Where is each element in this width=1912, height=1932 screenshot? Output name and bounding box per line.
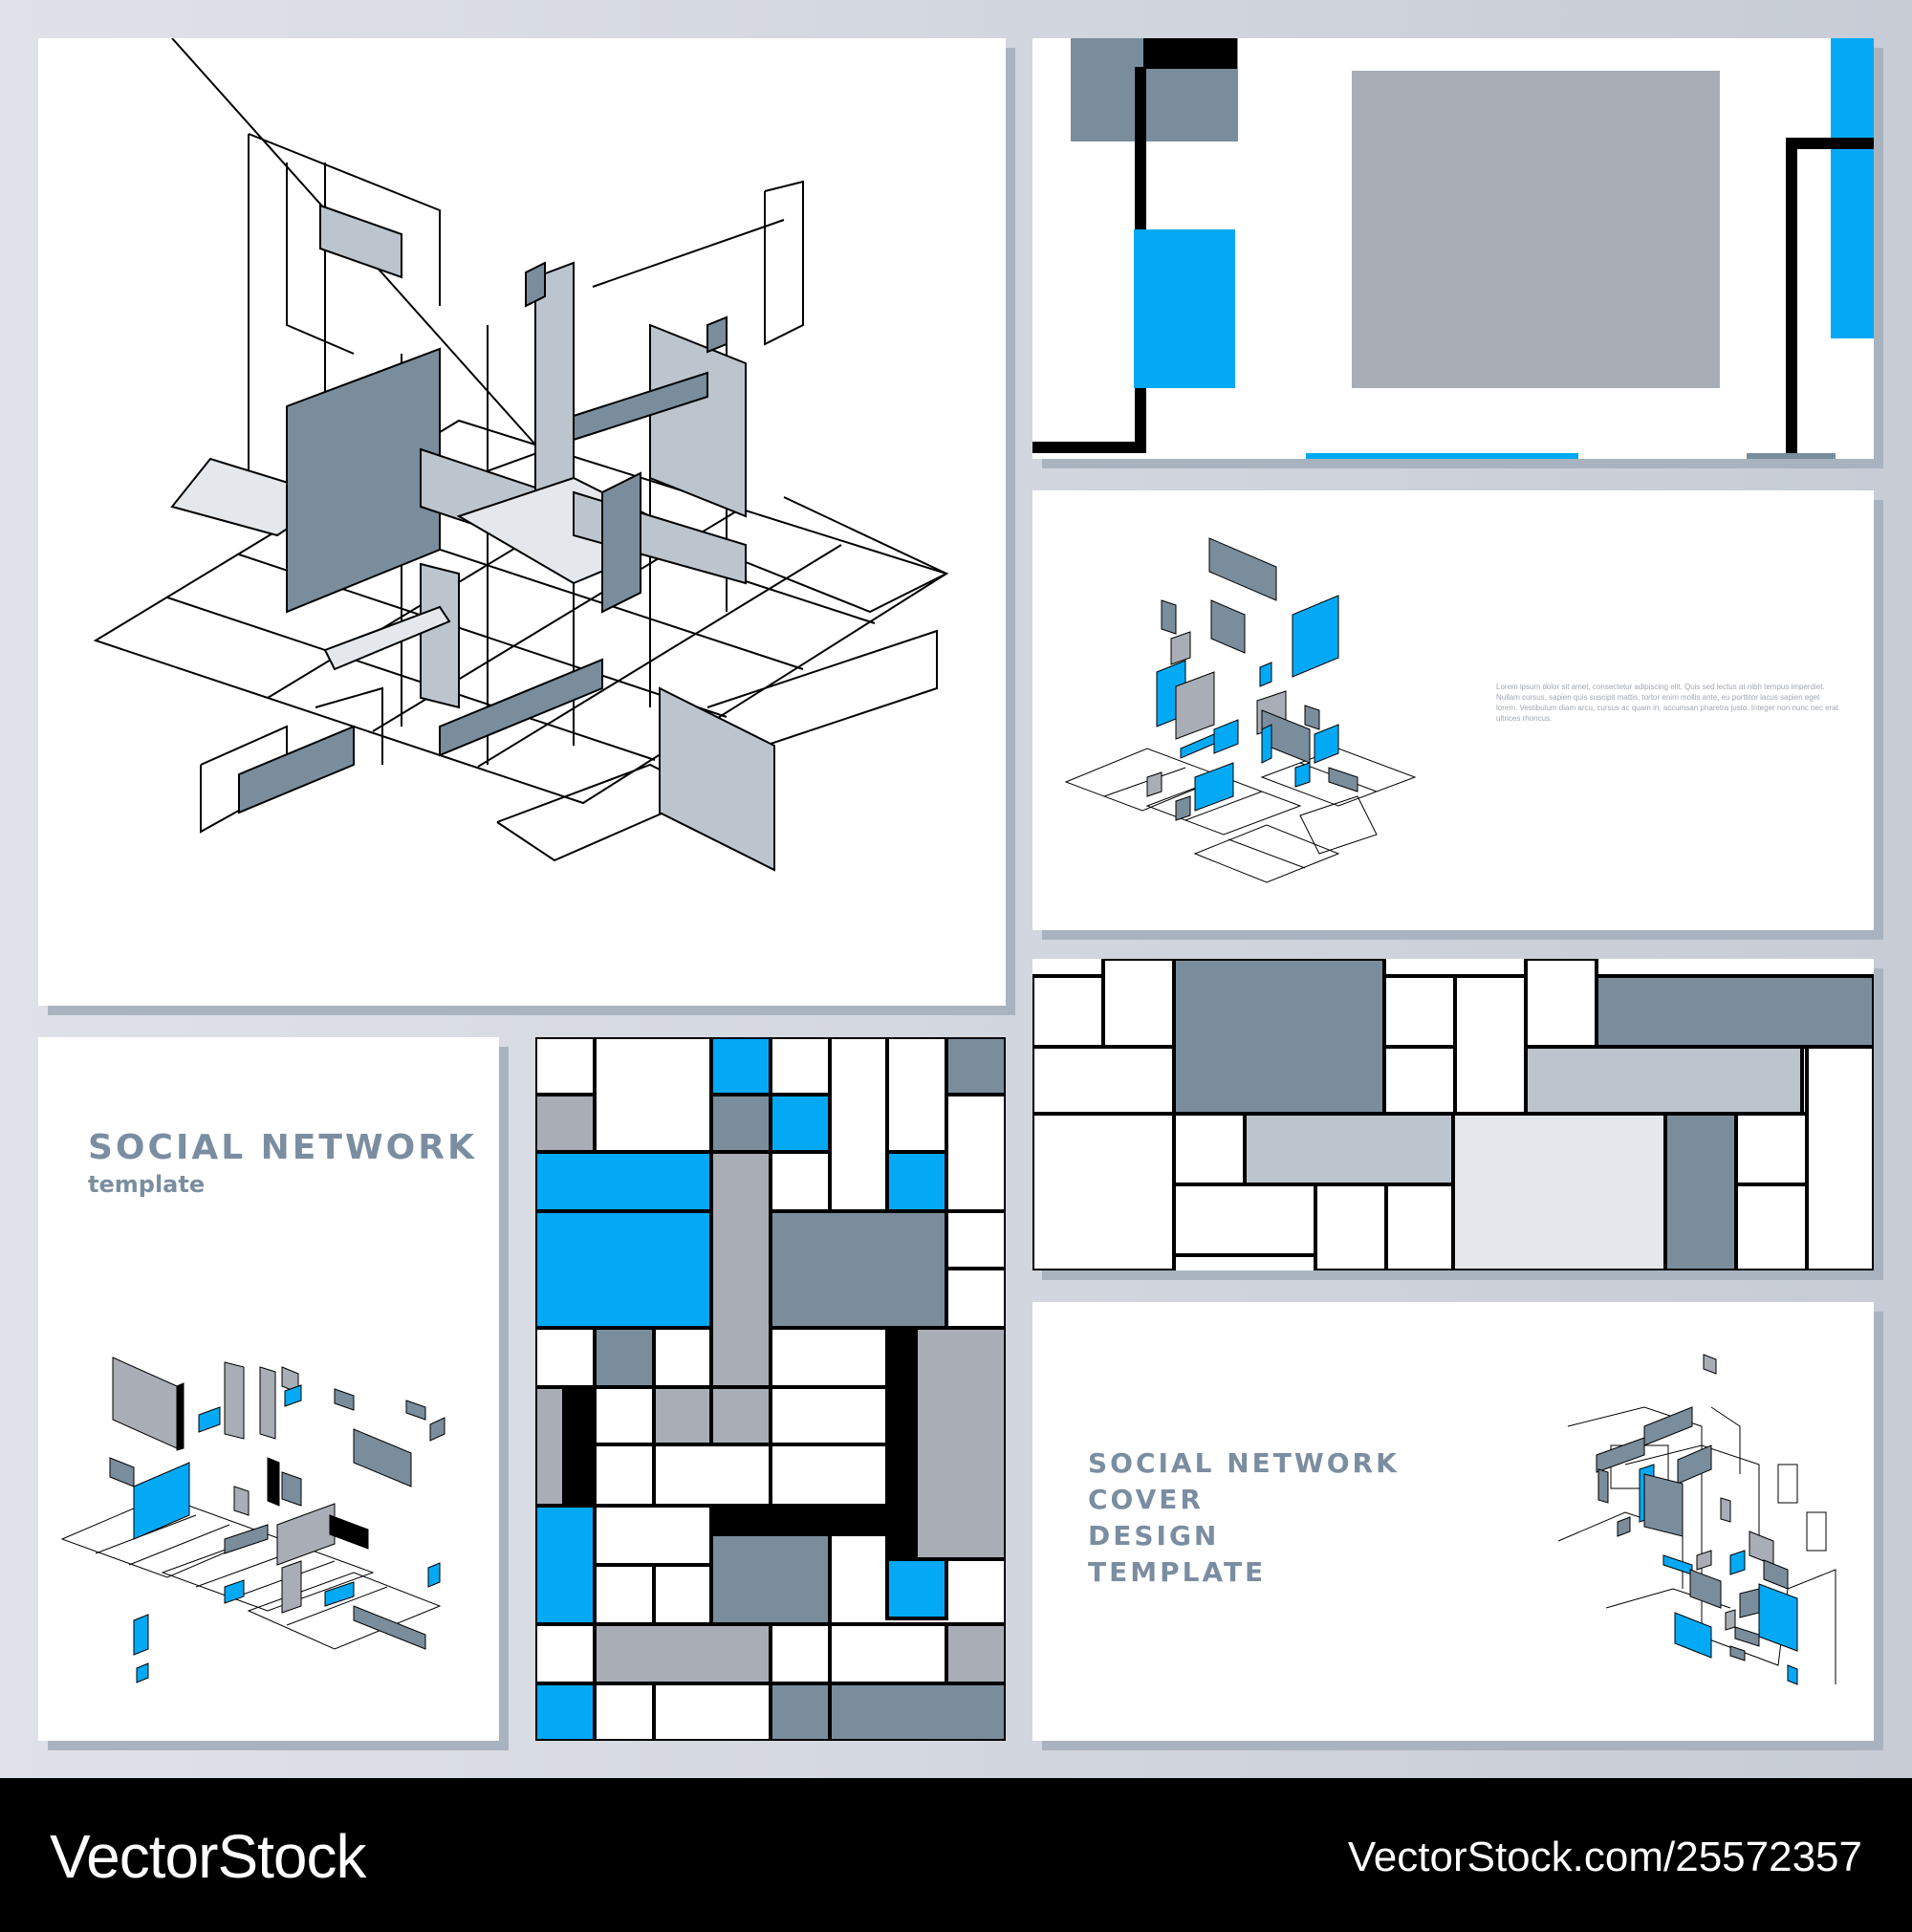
cover-line-2: COVER (1088, 1484, 1204, 1515)
card-social-template: SOCIAL NETWORK template (38, 1037, 499, 1741)
isometric-illustration-vertical (60, 1357, 445, 1683)
mondrian-vertical-graphic (535, 1037, 1006, 1741)
watermark-url: VectorStock.com/25572357 (1347, 1834, 1862, 1880)
card-mondrian-vertical (535, 1037, 1006, 1741)
watermark-brand: VectorStock (50, 1822, 366, 1891)
cover-line-3: DESIGN (1088, 1520, 1220, 1552)
cover-line-4: TEMPLATE (1088, 1556, 1267, 1588)
mondrian-horizontal-graphic (1032, 959, 1874, 1270)
card-lorem-banner: Lorem ipsum dolor sit amet, consectetur … (1032, 490, 1874, 930)
card-mondrian-horizontal (1032, 959, 1874, 1270)
banner-top-graphic (1032, 38, 1874, 459)
card-isometric-large (38, 38, 1006, 1006)
social-template-sub: template (88, 1171, 206, 1198)
watermark-bar (0, 1778, 1912, 1932)
isometric-illustration-large (93, 38, 949, 872)
cover-line-1: SOCIAL NETWORK (1088, 1447, 1400, 1479)
card-banner-top (1032, 38, 1874, 459)
card-cover-template: SOCIAL NETWORK COVER DESIGN TEMPLATE (1032, 1302, 1874, 1741)
isometric-illustration-cover (1557, 1354, 1836, 1685)
isometric-illustration-small (1064, 537, 1417, 883)
social-template-heading: SOCIAL NETWORK (88, 1128, 477, 1167)
lorem-text: Lorem ipsum dolor sit amet, consectetur … (1496, 683, 1838, 723)
